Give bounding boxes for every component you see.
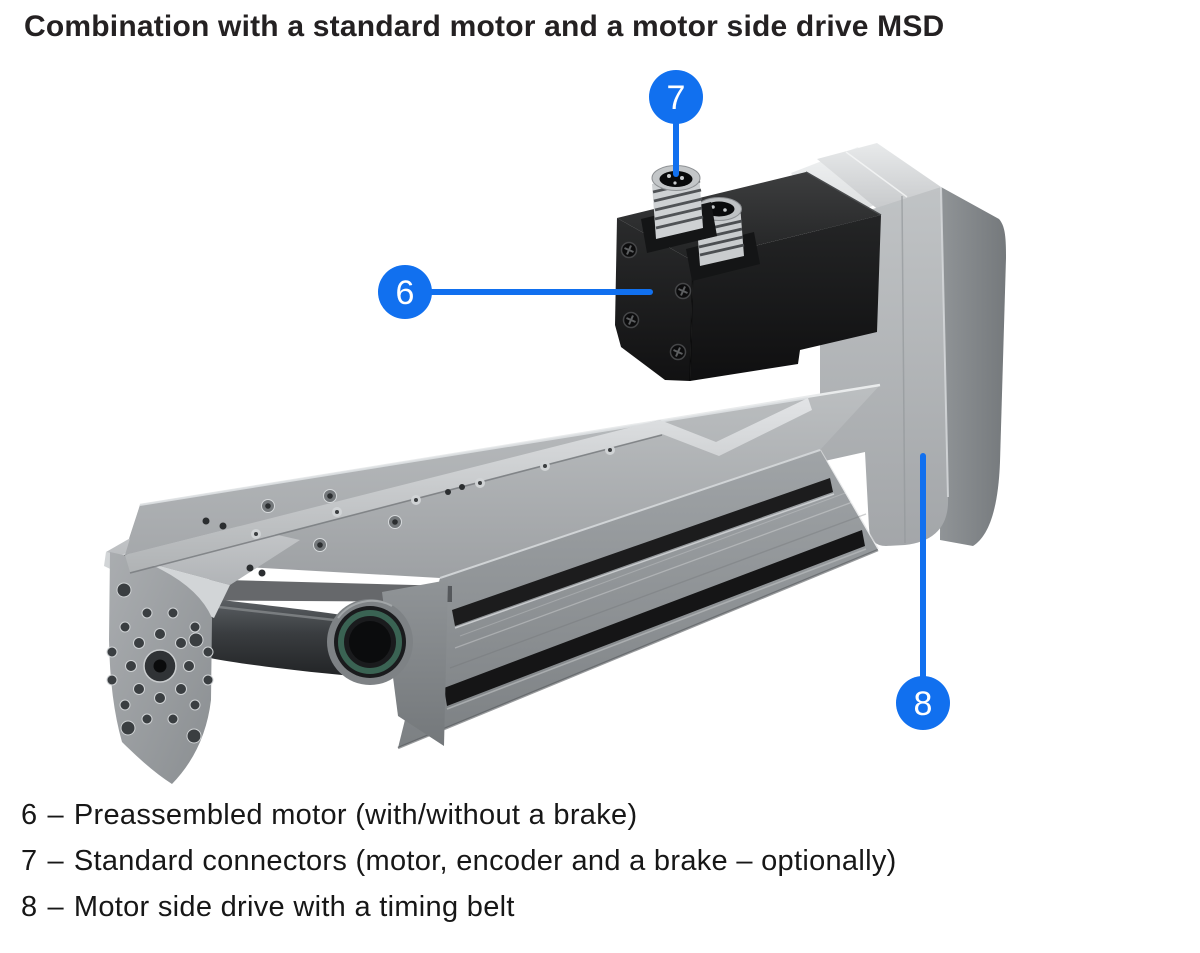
spindle-bearing-collar: [327, 599, 413, 685]
screw: [674, 282, 692, 300]
legend-item-6: 6 – Preassembled motor (with/without a b…: [21, 799, 897, 845]
legend-number: 8: [21, 891, 38, 923]
tower-edge-highlight: [940, 186, 949, 498]
groove-lower-highlight: [446, 548, 867, 710]
t-slot-groove-lower: [444, 530, 865, 706]
brushed-streak-3: [459, 491, 849, 637]
callout-7: 7: [649, 70, 703, 177]
legend-dash: –: [47, 891, 64, 923]
callout-8: 8: [896, 453, 950, 730]
motor-front-face: [615, 218, 693, 381]
end-plate-bolt-pattern: [106, 582, 214, 744]
carriage: [125, 397, 812, 577]
callout-8-number: 8: [914, 685, 933, 723]
legend-dash: –: [47, 799, 64, 831]
screw: [669, 343, 687, 361]
motor: [615, 165, 882, 382]
tower-right-face: [940, 187, 1006, 546]
legend-text: Standard connectors (motor, encoder and …: [73, 845, 897, 877]
carriage-back-edge-highlight: [139, 397, 809, 506]
motor-top-far-edge: [805, 171, 882, 216]
legend-item-7: 7 – Standard connectors (motor, encoder …: [21, 845, 897, 891]
end-plate-center-bore: [143, 649, 177, 683]
tower-top-seam: [845, 151, 908, 198]
legend: 6 – Preassembled motor (with/without a b…: [21, 799, 897, 937]
callouts: 6 7 8: [378, 70, 950, 730]
motor-screws: [620, 241, 692, 361]
legend-number: 7: [21, 845, 38, 877]
callout-6-badge: [378, 265, 432, 319]
rail-front-top-edge: [439, 449, 821, 579]
callout-6: 6: [378, 265, 653, 319]
callout-7-badge: [649, 70, 703, 124]
callout-6-number: 6: [396, 274, 415, 312]
brushed-streak-2: [449, 513, 867, 669]
screw: [620, 241, 638, 259]
legend-text: Motor side drive with a timing belt: [73, 891, 515, 923]
carriage-band-shadow: [129, 434, 663, 574]
carriage-front-band: [125, 398, 812, 572]
legend-text: Preassembled motor (with/without a brake…: [73, 799, 638, 831]
carriage-mount-holes: [202, 445, 615, 577]
under-carriage: [150, 578, 452, 746]
screw: [622, 311, 640, 329]
rail-bottom-edge: [397, 548, 879, 750]
brushed-streak-1: [454, 499, 859, 649]
legend-dash: –: [47, 845, 64, 877]
legend-item-8: 8 – Motor side drive with a timing belt: [21, 891, 897, 937]
carriage-top-face: [125, 398, 808, 555]
page-title: Combination with a standard motor and a …: [24, 10, 945, 43]
tower-top-face: [817, 143, 941, 212]
motor-connector-front: [641, 165, 717, 253]
tower-front-seam: [901, 195, 906, 544]
callout-7-number: 7: [667, 79, 686, 117]
t-slot-groove-upper: [452, 478, 833, 626]
callout-8-badge: [896, 676, 950, 730]
tube-highlight: [209, 604, 353, 624]
legend-number: 6: [21, 799, 38, 831]
motor-edge-shadow: [689, 260, 694, 382]
rail-tower-junction-edge: [819, 449, 879, 550]
groove-upper-highlight: [454, 493, 835, 629]
